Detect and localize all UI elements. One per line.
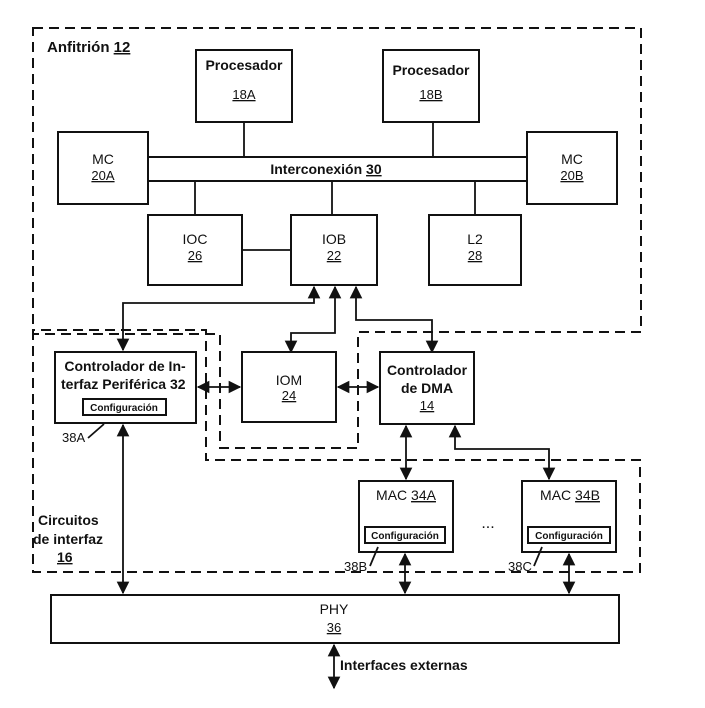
iob-number: 22 bbox=[327, 248, 341, 263]
interface-label-line2: de interfaz bbox=[33, 531, 103, 547]
ioc-box bbox=[147, 214, 243, 286]
host-label: Anfitrión bbox=[47, 39, 109, 56]
mc-20b-number: 20B bbox=[560, 168, 583, 183]
ioc-label: IOC bbox=[183, 231, 208, 247]
pic-label-line1: Controlador de In- bbox=[64, 358, 186, 374]
ref-38c: 38C bbox=[508, 559, 532, 574]
mc-20b-label: MC bbox=[561, 151, 583, 167]
mc-20b-box bbox=[526, 131, 618, 205]
iom-box bbox=[241, 351, 337, 423]
dma-number: 14 bbox=[420, 398, 434, 413]
host-region-label: Anfitrión 12 bbox=[47, 39, 130, 56]
mac-34a-number: 34A bbox=[411, 487, 437, 503]
pic-config-box bbox=[82, 398, 167, 416]
interconnect-text: Interconexión bbox=[270, 161, 362, 177]
host-number: 12 bbox=[114, 39, 131, 56]
phy-number: 36 bbox=[327, 620, 341, 635]
l2-box bbox=[428, 214, 522, 286]
mc-20a-number: 20A bbox=[91, 168, 114, 183]
dma-label-line2: de DMA bbox=[401, 380, 453, 396]
mac-34a-config-label: Configuración bbox=[371, 531, 439, 542]
l2-number: 28 bbox=[468, 248, 482, 263]
mac-34b-number: 34B bbox=[575, 487, 600, 503]
ref-38b-leader bbox=[369, 546, 379, 567]
processor-18a-number: 18A bbox=[232, 87, 255, 102]
arrow-dma-mac-b bbox=[448, 424, 556, 481]
ref-38c-leader bbox=[533, 546, 543, 567]
phy-box bbox=[50, 594, 620, 644]
phy-label: PHY bbox=[320, 601, 349, 617]
interconnect-number: 30 bbox=[366, 161, 382, 177]
processor-18a-label: Procesador bbox=[205, 57, 283, 73]
iob-label: IOB bbox=[322, 231, 346, 247]
arrow-iob-pic bbox=[116, 285, 321, 352]
iom-number: 24 bbox=[282, 388, 296, 403]
iom-label: IOM bbox=[276, 372, 302, 388]
interface-label-line1: Circuitos bbox=[38, 512, 99, 528]
iob-box bbox=[290, 214, 378, 286]
arrow-iob-iom bbox=[284, 285, 342, 354]
processor-18a-box bbox=[195, 49, 293, 123]
mac-34a-label: MAC 34A bbox=[376, 487, 437, 503]
l2-label: L2 bbox=[467, 231, 483, 247]
processor-18b-number: 18B bbox=[419, 87, 442, 102]
dma-label-line1: Controlador bbox=[387, 362, 468, 378]
pic-label-line2: terfaz Periférica 32 bbox=[61, 376, 186, 392]
mac-34a-config-box bbox=[364, 526, 446, 544]
processor-18b-box bbox=[382, 49, 480, 123]
host-region-border bbox=[32, 27, 642, 449]
mc-20a-box bbox=[57, 131, 149, 205]
mac-34b-label: MAC 34B bbox=[540, 487, 600, 503]
mac-34b-config-box bbox=[527, 526, 611, 544]
interface-number: 16 bbox=[57, 549, 73, 565]
pic-number: 32 bbox=[170, 376, 186, 392]
dma-box bbox=[379, 351, 475, 425]
ellipsis: ... bbox=[481, 515, 494, 532]
ref-38a: 38A bbox=[62, 430, 85, 445]
ioc-number: 26 bbox=[188, 248, 202, 263]
mac-34a-text: MAC bbox=[376, 487, 407, 503]
mc-20a-label: MC bbox=[92, 151, 114, 167]
ref-38a-leader bbox=[87, 423, 105, 439]
pic-config-label: Configuración bbox=[90, 403, 158, 414]
processor-18b-label: Procesador bbox=[392, 62, 470, 78]
external-interfaces-label: Interfaces externas bbox=[340, 657, 468, 673]
pic-label-text: terfaz Periférica bbox=[61, 376, 166, 392]
ref-38b: 38B bbox=[344, 559, 367, 574]
mac-34b-config-label: Configuración bbox=[535, 531, 603, 542]
mac-34b-text: MAC bbox=[540, 487, 571, 503]
interconnect-label: Interconexión 30 bbox=[270, 161, 381, 177]
arrow-iob-dma bbox=[349, 285, 439, 354]
